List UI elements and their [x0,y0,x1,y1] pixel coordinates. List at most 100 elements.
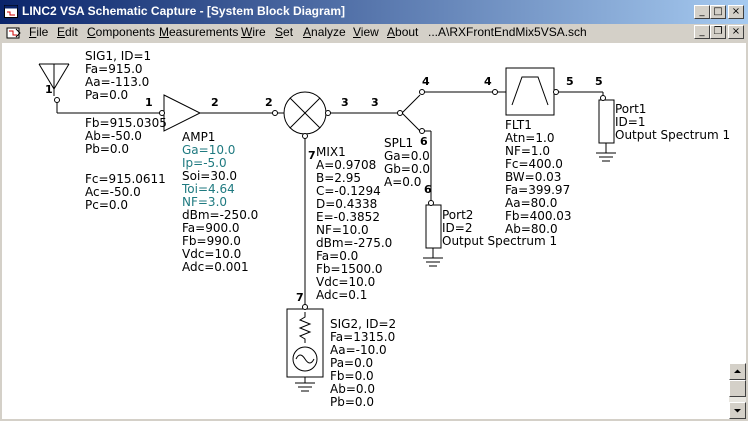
menu-analyze[interactable]: Analyze [303,25,346,39]
file-path: ...A\RXFrontEndMix5VSA.sch [428,25,587,39]
amp1-param: dBm=-250.0 [182,208,259,222]
title-bar[interactable]: LINC2 VSA Schematic Capture - [System Bl… [0,0,748,24]
amp1-param: Vdc=10.0 [182,247,242,261]
amp1-param: Adc=0.001 [182,260,249,274]
node-label: 2 [265,96,273,109]
node-label: 5 [566,75,574,88]
mix1-label: MIX1 A=0.9708 B=2.95 C=-0.1294 D=0.4338 … [316,146,392,302]
menu-measurements[interactable]: Measurements [159,25,239,39]
node-label: 1 [45,83,53,96]
app-icon [4,5,18,18]
amp1-param: Toi=4.64 [182,182,235,196]
sig2-param: Pb=0.0 [330,395,374,409]
doc-restore-button[interactable]: ❐ [710,25,726,39]
sig2-param: Pa=0.0 [330,356,374,370]
node-label: 4 [422,75,430,88]
mixer-icon [283,91,327,135]
menu-components[interactable]: Components [87,25,156,39]
amp1-param: NF=3.0 [182,195,228,209]
scroll-up-button[interactable] [729,363,746,380]
sig1-label: SIG1, ID=1 Fa=915.0 Aa=-113.0 Pa=0.0 [85,50,151,102]
sig1-param: Ab=-50.0 [85,129,142,143]
sig1-label-c: Fc=915.0611 Ac=-50.0 Pc=0.0 [85,173,166,212]
sig2-param: Fb=0.0 [330,369,374,383]
menu-view[interactable]: View [353,25,379,39]
sig1-param: Fa=915.0 [85,62,143,76]
scroll-thumb[interactable] [729,380,746,397]
flt1-param: Ab=80.0 [505,222,558,236]
node-label: 6 [420,135,428,148]
spl1-param: Gb=0.0 [384,162,431,176]
menu-edit[interactable]: Edit [57,25,78,39]
amp1-param: Ga=10.0 [182,143,236,157]
signal-generator-icon [286,308,324,378]
spl1-param: Ga=0.0 [384,149,430,163]
amplifier-icon [163,94,202,132]
sig1-param: Fc=915.0611 [85,172,166,186]
amp1-param: Fb=990.0 [182,234,241,248]
port1-label: Port1 ID=1 Output Spectrum 1 [615,103,730,142]
menu-bar: File Edit Components Measurements Wire S… [0,24,748,42]
arrow-up-icon [734,369,741,373]
arrow-down-icon [734,409,741,413]
sig2-label: SIG2, ID=2 Fa=1315.0 Aa=-10.0 Pa=0.0 Fb=… [330,318,396,409]
maximize-button[interactable]: □ [710,5,726,19]
menu-wire[interactable]: Wire [241,25,266,39]
mix1-param: B=2.95 [316,171,362,185]
mix1-param: Vdc=10.0 [316,275,376,289]
doc-close-button[interactable]: × [728,25,744,39]
port2-label: Port2 ID=2 Output Spectrum 1 [442,209,557,248]
flt1-param: Aa=80.0 [505,196,558,210]
node-label: 2 [211,96,219,109]
node-label: 3 [371,96,379,109]
port2-header: Port2 [442,208,474,222]
mix1-param: NF=10.0 [316,223,369,237]
sig1-param: Ac=-50.0 [85,185,141,199]
amp1-param: Ip=-5.0 [182,156,227,170]
sig2-param: Ab=0.0 [330,382,375,396]
flt1-param: NF=1.0 [505,144,551,158]
sig1-param: Pa=0.0 [85,88,129,102]
flt1-param: BW=0.03 [505,170,562,184]
node-label: 4 [484,75,492,88]
node-label: 3 [341,96,349,109]
sig2-header: SIG2, ID=2 [330,317,397,331]
doc-minimize-button[interactable]: _ [694,25,710,39]
minimize-button[interactable]: _ [694,5,710,19]
document-icon[interactable] [6,26,22,40]
antenna-icon [38,63,70,96]
sig1-param: Aa=-113.0 [85,75,150,89]
menu-file[interactable]: File [29,25,49,39]
mix1-param: A=0.9708 [316,158,377,172]
node-label: 7 [296,291,304,304]
mix1-param: Fb=1500.0 [316,262,383,276]
port2-param: Output Spectrum 1 [442,234,558,248]
port1-param: Output Spectrum 1 [615,128,731,142]
mix1-param: E=-0.3852 [316,210,380,224]
spl1-label: SPL1 Ga=0.0 Gb=0.0 A=0.0 [384,137,430,189]
window-title: LINC2 VSA Schematic Capture - [System Bl… [22,4,345,18]
amp1-param: Fa=900.0 [182,221,240,235]
mix1-param: D=0.4338 [316,197,378,211]
menu-set[interactable]: Set [275,25,294,39]
node-label: 1 [145,96,153,109]
node-label: 7 [308,149,316,162]
scroll-down-button[interactable] [729,402,746,419]
port1-header: Port1 [615,102,647,116]
flt1-param: Fc=400.0 [505,157,563,171]
sig1-header: SIG1, ID=1 [85,49,152,63]
filter-icon [505,67,555,116]
mix1-param: Fa=0.0 [316,249,359,263]
menu-about[interactable]: About [387,25,419,39]
schematic-canvas[interactable]: 1 1 2 2 3 3 4 4 5 5 6 6 7 7 SIG1, ID=1 F… [2,43,746,419]
sig1-param: Pb=0.0 [85,142,129,156]
mix1-param: C=-0.1294 [316,184,381,198]
node-label: 6 [424,183,432,196]
amp1-label: AMP1 Ga=10.0 Ip=-5.0 Soi=30.0 Toi=4.64 N… [182,131,258,274]
node-label: 5 [595,75,603,88]
port1-icon [598,99,615,144]
close-button[interactable]: × [728,5,744,19]
spl1-param: A=0.0 [384,175,422,189]
vertical-scrollbar[interactable] [729,363,746,419]
